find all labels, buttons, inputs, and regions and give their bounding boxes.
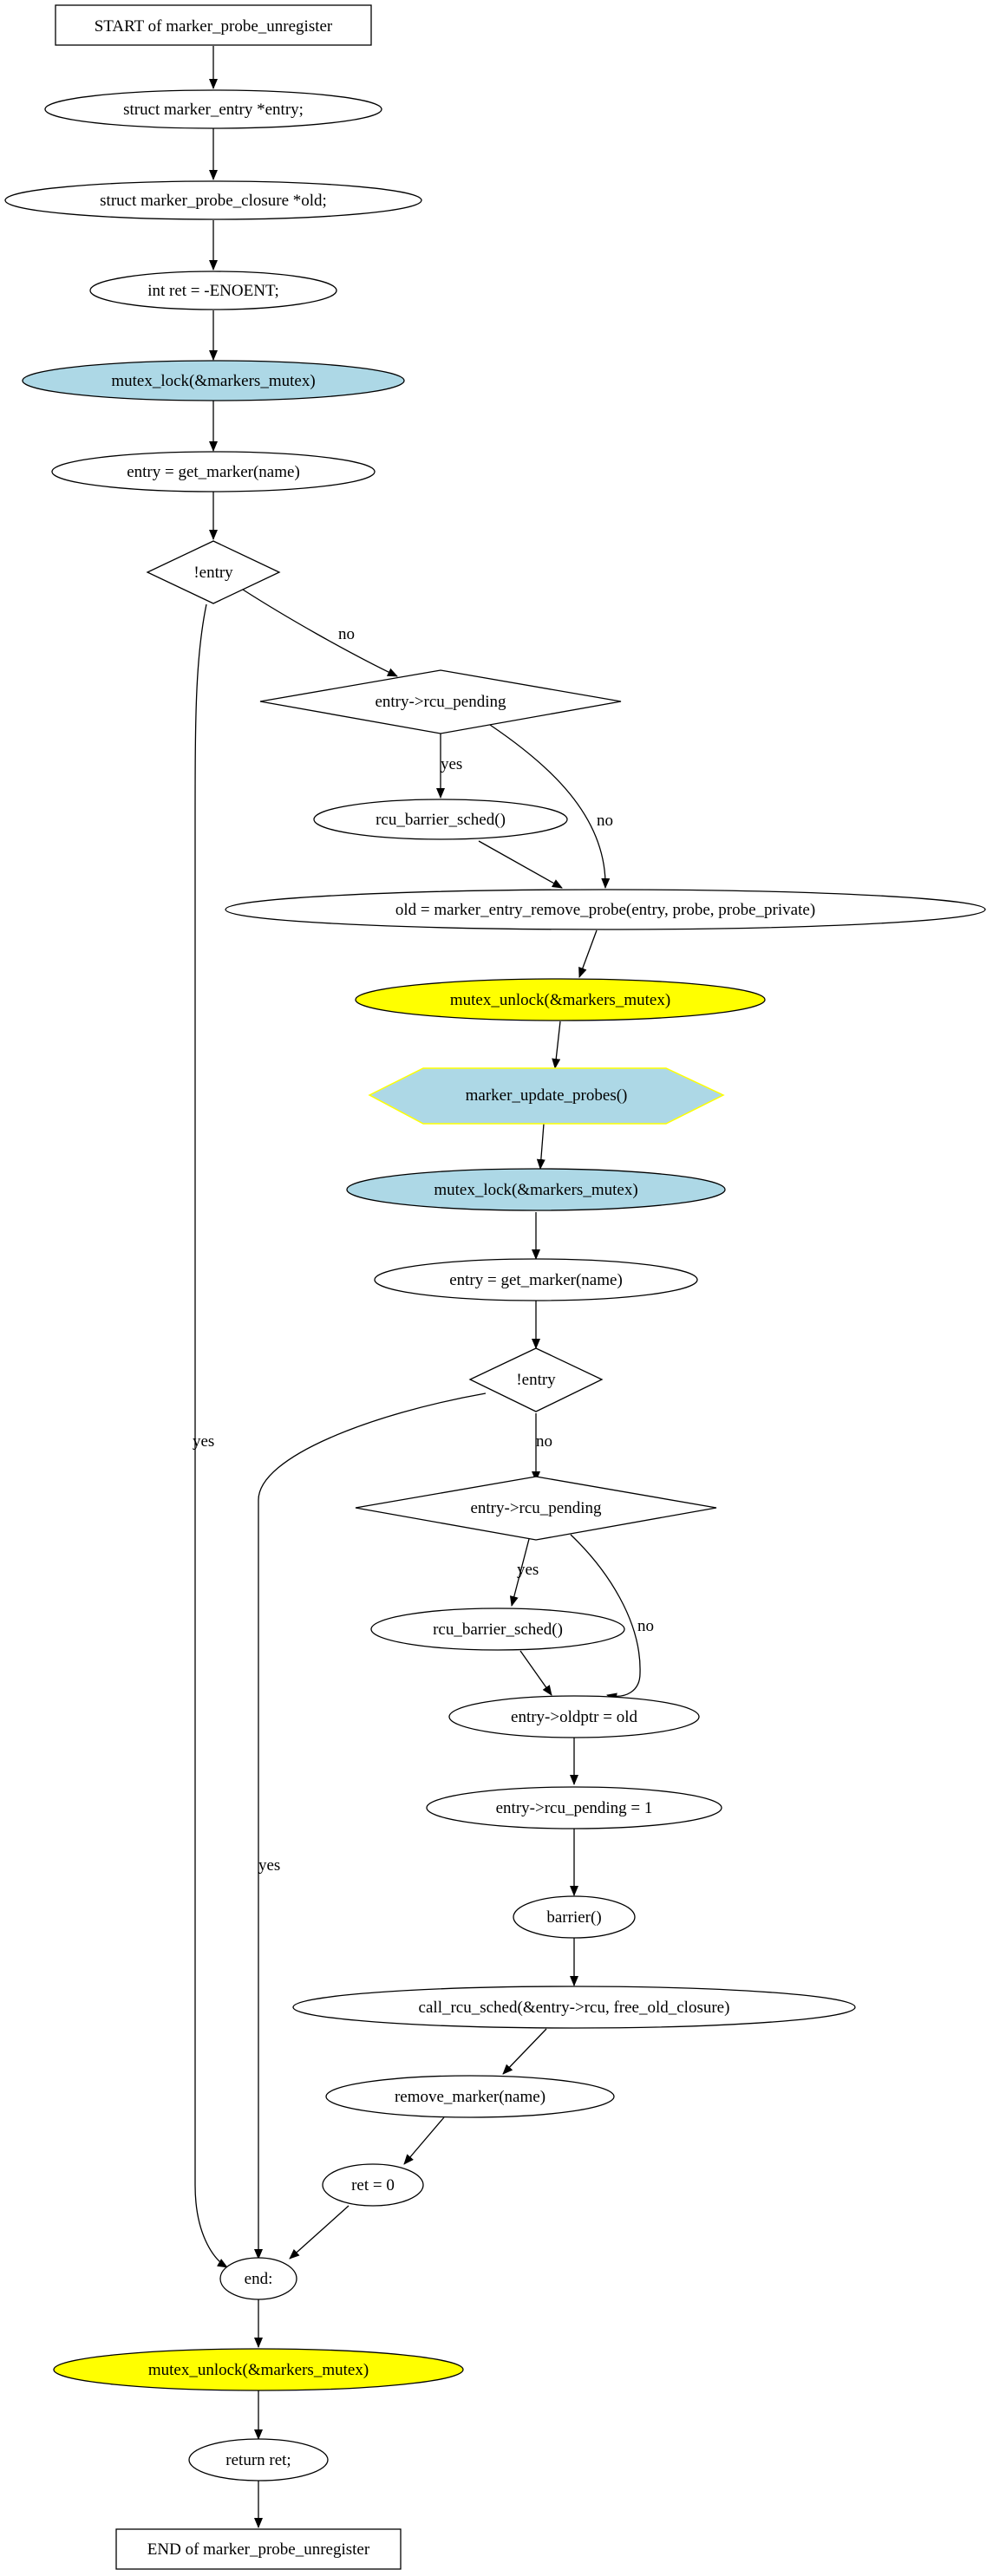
svg-text:!entry: !entry <box>193 564 233 582</box>
edge-pending2-to-oldptr <box>570 1534 641 1702</box>
node-decl-ret: int ret = -ENOENT; <box>89 271 337 310</box>
edge-label-pending2-no: no <box>637 1617 654 1635</box>
svg-text:START of marker_probe_unregist: START of marker_probe_unregister <box>95 17 333 36</box>
edge-unlock1-to-update-probes <box>552 1021 561 1069</box>
node-end: END of marker_probe_unregister <box>115 2528 402 2570</box>
node-get1: entry = get_marker(name) <box>51 451 376 492</box>
edge-label-cond2-no: no <box>536 1432 552 1451</box>
edge-barrier-sched2-to-oldptr <box>519 1650 552 1696</box>
node-ret0: ret = 0 <box>322 2163 424 2207</box>
svg-text:old = marker_entry_remove_prob: old = marker_entry_remove_probe(entry, p… <box>395 901 815 919</box>
node-call-rcu: call_rcu_sched(&entry->rcu, free_old_clo… <box>292 1986 856 2029</box>
node-lock2: mutex_lock(&markers_mutex) <box>346 1168 726 1211</box>
node-unlock2: mutex_unlock(&markers_mutex) <box>53 2348 464 2391</box>
edge-label-cond1-yes: yes <box>193 1432 214 1451</box>
svg-text:rcu_barrier_sched(): rcu_barrier_sched() <box>376 811 506 829</box>
svg-text:struct marker_entry *entry;: struct marker_entry *entry; <box>123 101 304 119</box>
edge-pending1-to-remove-probe <box>489 724 611 889</box>
svg-text:mutex_unlock(&markers_mutex): mutex_unlock(&markers_mutex) <box>148 2361 369 2379</box>
edge-barrier-sched1-to-remove-probe <box>478 840 563 889</box>
node-cond2: !entry <box>468 1347 604 1412</box>
edge-ret0-to-end-label <box>289 2205 350 2260</box>
node-update-probes: marker_update_probes() <box>368 1067 725 1125</box>
svg-text:mutex_unlock(&markers_mutex): mutex_unlock(&markers_mutex) <box>450 991 670 1009</box>
node-start: START of marker_probe_unregister <box>55 4 372 46</box>
edge-remove-marker-to-ret0 <box>403 2116 445 2165</box>
node-set-pending: entry->rcu_pending = 1 <box>426 1786 722 1829</box>
node-barrier-sched1: rcu_barrier_sched() <box>313 799 568 840</box>
node-barrier-sched2: rcu_barrier_sched() <box>370 1608 625 1651</box>
node-unlock1: mutex_unlock(&markers_mutex) <box>355 978 766 1021</box>
edge-labels: no yes yes no no yes yes no <box>193 625 654 1875</box>
svg-text:rcu_barrier_sched(): rcu_barrier_sched() <box>433 1621 563 1639</box>
edge-label-pending1-yes: yes <box>441 755 462 773</box>
edge-label-cond1-no: no <box>338 625 355 643</box>
svg-text:entry->rcu_pending: entry->rcu_pending <box>375 693 506 711</box>
node-return-ret: return ret; <box>188 2438 329 2481</box>
svg-text:end:: end: <box>245 2270 273 2288</box>
svg-text:marker_update_probes(): marker_update_probes() <box>466 1086 628 1105</box>
node-decl-old: struct marker_probe_closure *old; <box>4 180 422 220</box>
svg-text:barrier(): barrier() <box>546 1908 601 1927</box>
svg-text:entry = get_marker(name): entry = get_marker(name) <box>127 463 300 481</box>
node-remove-probe: old = marker_entry_remove_probe(entry, p… <box>225 889 986 930</box>
edge-cond1-to-pending1 <box>242 589 398 677</box>
svg-text:entry->rcu_pending: entry->rcu_pending <box>470 1499 602 1517</box>
edge-label-pending1-no: no <box>597 812 613 830</box>
svg-text:entry->rcu_pending = 1: entry->rcu_pending = 1 <box>496 1799 653 1817</box>
edge-cond2-to-end-label <box>254 1392 487 2260</box>
edge-pending2-to-barrier-sched2 <box>509 1538 530 1607</box>
svg-text:remove_marker(name): remove_marker(name) <box>395 2088 545 2106</box>
node-barrier: barrier() <box>513 1895 636 1939</box>
svg-text:return ret;: return ret; <box>225 2451 291 2469</box>
node-cond1: !entry <box>146 540 281 604</box>
node-get2: entry = get_marker(name) <box>374 1258 698 1301</box>
edge-remove-probe-to-unlock1 <box>578 929 598 978</box>
node-pending1: entry->rcu_pending <box>259 669 622 734</box>
node-decl-entry: struct marker_entry *entry; <box>44 89 382 129</box>
node-remove-marker: remove_marker(name) <box>325 2075 615 2118</box>
edge-label-pending2-yes: yes <box>517 1561 539 1579</box>
node-end-label: end: <box>219 2257 297 2300</box>
edge-call-rcu-to-remove-marker <box>502 2028 547 2075</box>
node-lock1: mutex_lock(&markers_mutex) <box>22 360 405 401</box>
svg-text:mutex_lock(&markers_mutex): mutex_lock(&markers_mutex) <box>434 1181 637 1199</box>
svg-text:struct marker_probe_closure *o: struct marker_probe_closure *old; <box>100 192 327 210</box>
node-oldptr: entry->oldptr = old <box>448 1695 700 1738</box>
svg-text:entry = get_marker(name): entry = get_marker(name) <box>449 1271 623 1289</box>
svg-text:!entry: !entry <box>516 1371 556 1389</box>
edge-update-probes-to-lock2 <box>536 1123 545 1170</box>
svg-text:END of marker_probe_unregister: END of marker_probe_unregister <box>147 2540 370 2559</box>
svg-text:entry->oldptr = old: entry->oldptr = old <box>511 1708 637 1726</box>
edges <box>194 46 641 2528</box>
svg-text:mutex_lock(&markers_mutex): mutex_lock(&markers_mutex) <box>111 372 315 390</box>
svg-text:ret = 0: ret = 0 <box>351 2176 395 2194</box>
svg-text:int ret = -ENOENT;: int ret = -ENOENT; <box>147 282 279 300</box>
nodes: START of marker_probe_unregister struct … <box>4 4 986 2570</box>
edge-cond1-to-end-label <box>194 603 228 2268</box>
node-pending2: entry->rcu_pending <box>355 1476 717 1541</box>
edge-label-cond2-yes: yes <box>258 1856 280 1875</box>
svg-text:call_rcu_sched(&entry->rcu, fr: call_rcu_sched(&entry->rcu, free_old_clo… <box>419 1999 730 2017</box>
